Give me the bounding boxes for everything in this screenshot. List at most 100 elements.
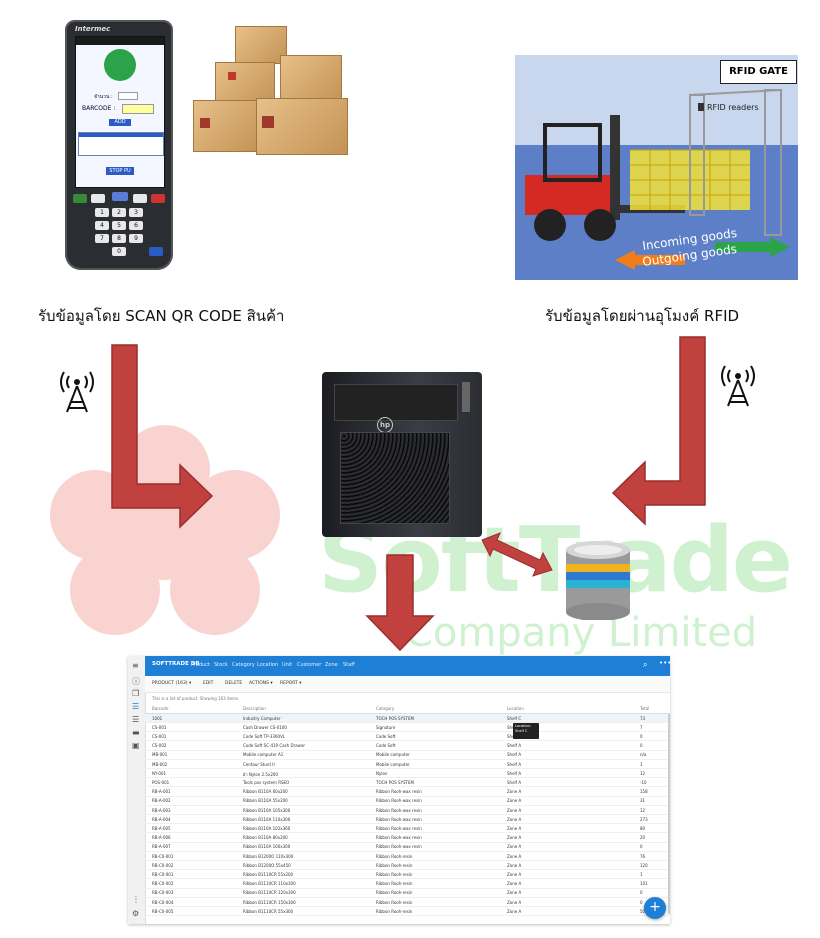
cell-category: Ribbon Rooh-resin <box>376 881 413 887</box>
nav-zone[interactable]: Zone <box>325 662 338 668</box>
nav-customer[interactable]: Customer <box>297 662 322 668</box>
cell-category: Ribbon Rooh-wax resin <box>376 835 422 841</box>
add-button[interactable]: ADD <box>109 119 131 126</box>
cell-description: Ribbon B1110CR 110x300 <box>243 881 296 887</box>
image-icon[interactable]: ▣ <box>132 741 140 750</box>
menu-icon[interactable]: ≡ <box>132 661 139 670</box>
rfid-forklift-scene: Incoming goods Outgoing goods RFID reade… <box>515 55 798 280</box>
nav-unit[interactable]: Unit <box>282 662 293 668</box>
cell-barcode: RB-C0-003 <box>152 890 174 896</box>
cell-total: 7 <box>640 724 643 730</box>
col-barcode[interactable]: Barcode <box>152 706 169 711</box>
apps-grid-icon[interactable]: ⋮ <box>132 895 140 904</box>
product-menu-button[interactable]: PRODUCT (163) ▾ <box>152 681 192 686</box>
nav-product[interactable]: Product <box>191 662 210 668</box>
col-location[interactable]: Location <box>507 706 524 711</box>
location-tooltip: Location: Shelf C <box>513 723 539 739</box>
cell-description: Ribbon B110A 60x200 <box>243 789 288 795</box>
cell-description: Ribbon B1110CR 55x300 <box>243 908 294 914</box>
cell-category: Mobile computer <box>376 761 410 767</box>
nav-location[interactable]: Location <box>257 662 279 668</box>
antenna-tower-icon-right <box>721 365 755 407</box>
delete-button[interactable]: DELETE <box>225 681 243 686</box>
barcode-field[interactable] <box>122 104 154 114</box>
cell-category: Code Soft <box>376 743 396 749</box>
cell-barcode: MB-001 <box>152 752 168 758</box>
cell-category: Ribbon Rooh-resin <box>376 890 413 896</box>
cell-category: Ribbon Rooh-resin <box>376 899 413 905</box>
cell-total: 101 <box>640 881 648 887</box>
cell-barcode: NY-001 <box>152 770 167 776</box>
table-scrollbar[interactable] <box>668 714 670 914</box>
cell-location: Zone A <box>507 798 522 804</box>
list-icon[interactable]: ☰ <box>132 702 140 711</box>
device-keypad: 1 2 3 4 5 6 7 8 9 0 <box>73 192 165 262</box>
app-toolbar: PRODUCT (163) ▾ EDIT DELETE ACTIONS ▾ RE… <box>145 676 670 693</box>
cell-barcode: RB-C0-005 <box>152 908 174 914</box>
cell-description: Cash Drawer CS-0100 <box>243 724 287 730</box>
cell-description: Centaur Stunt II <box>243 761 275 767</box>
cell-location: Zone A <box>507 825 522 831</box>
list-info-text: This is a list of product. Showing 163 i… <box>152 696 240 701</box>
cell-description: Ribbon B110A 160x300 <box>243 844 291 850</box>
server-front-grill <box>340 432 450 524</box>
cell-total: 158 <box>640 789 648 795</box>
cell-total: 0 <box>640 899 643 905</box>
server-drive-bay <box>334 384 458 421</box>
col-description[interactable]: Description <box>243 706 266 711</box>
softtrade-db-app-screenshot: ≡ ⓘ ❐ ☰ ☰ ▬ ▣ ⋮ ⚙ SOFTTRADE DB Product S… <box>128 656 670 924</box>
cell-barcode: RB-A-007 <box>152 844 171 850</box>
cell-barcode: RB-A-005 <box>152 825 171 831</box>
copy-icon[interactable]: ❐ <box>132 689 140 698</box>
search-icon[interactable]: ⌕ <box>643 660 648 669</box>
nav-staff[interactable]: Staff <box>343 662 355 668</box>
nav-stock[interactable]: Stock <box>214 662 228 668</box>
cell-description: Code Soft SC-419 Cash Drawer <box>243 743 306 749</box>
cell-location: Zone A <box>507 899 522 905</box>
add-fab-button[interactable]: + <box>644 897 666 919</box>
report-menu-button[interactable]: REPORT ▾ <box>280 681 302 686</box>
nav-category[interactable]: Category <box>232 662 255 668</box>
table-icon[interactable]: ▬ <box>132 728 140 737</box>
cell-description: Industry Computer <box>243 715 281 721</box>
qty-field[interactable] <box>118 92 138 100</box>
settings-gear-icon[interactable]: ⚙ <box>132 909 140 918</box>
cell-barcode: 1001 <box>152 715 163 721</box>
cell-total: -10 <box>640 779 647 785</box>
edit-button[interactable]: EDIT <box>203 681 214 686</box>
cell-total: 31 <box>640 798 646 804</box>
col-category[interactable]: Category <box>376 706 395 711</box>
info-icon[interactable]: ⓘ <box>132 677 140 686</box>
more-options-icon[interactable]: ••• <box>659 659 670 667</box>
cell-category: Ribbon Rooh-wax resin <box>376 825 422 831</box>
list-alt-icon[interactable]: ☰ <box>132 715 140 724</box>
stop-button[interactable]: STOP PU <box>106 167 134 175</box>
cell-description: Ribbon B110A 105x300 <box>243 807 291 813</box>
cell-location: Zone A <box>507 890 522 896</box>
cell-total: 0 <box>640 890 643 896</box>
col-total[interactable]: Total <box>640 706 650 711</box>
actions-menu-button[interactable]: ACTIONS ▾ <box>249 681 273 686</box>
